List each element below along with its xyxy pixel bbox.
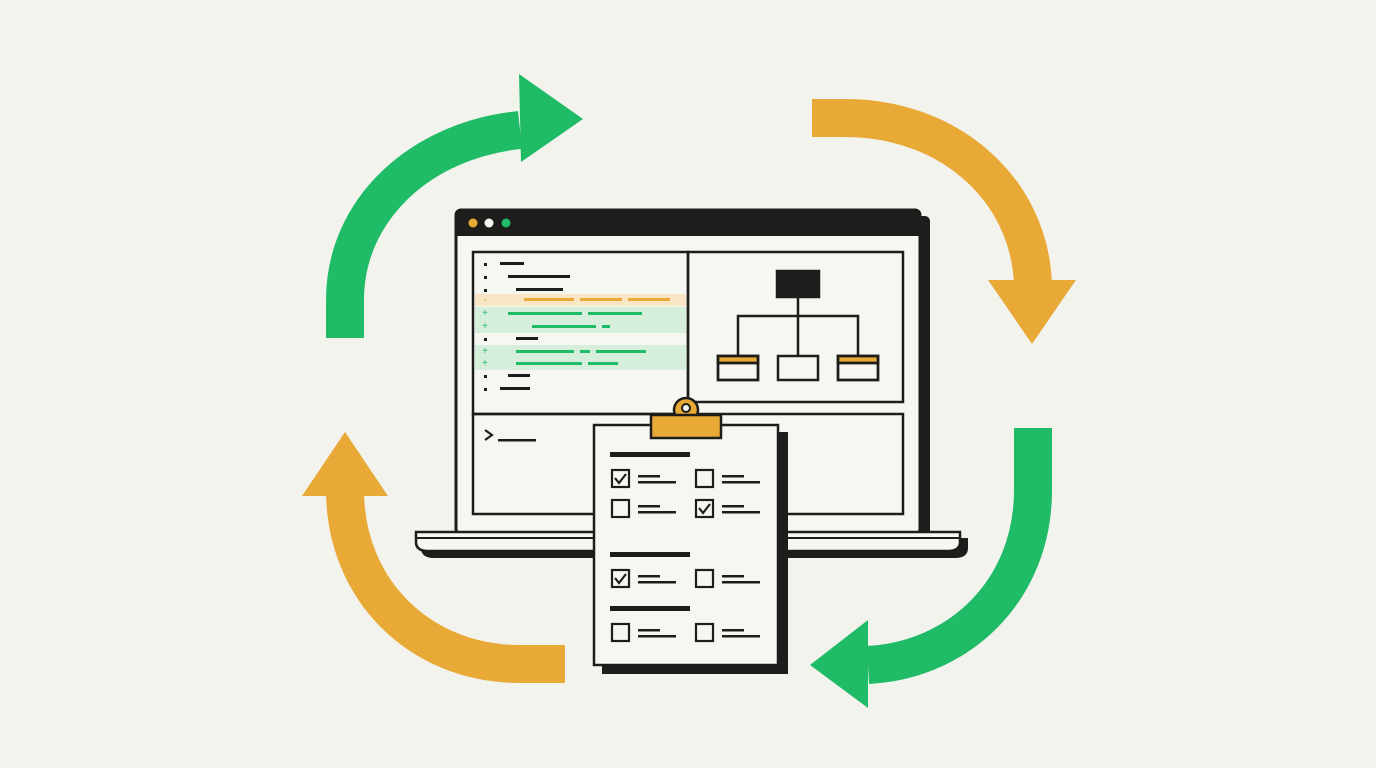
- checkbox-checked-icon: [610, 468, 631, 489]
- clipboard-paper: [592, 423, 780, 667]
- checklist-item-text: [722, 635, 760, 638]
- checklist-item-text: [722, 505, 744, 508]
- checklist-item-text: [722, 475, 744, 478]
- terminal-cursor-line: [498, 439, 536, 442]
- diagram-pane: [686, 250, 905, 404]
- checklist-item-text: [722, 629, 744, 632]
- hierarchy-child-node: [716, 354, 760, 382]
- checklist-item-text: [722, 581, 760, 584]
- checklist-item-text: [722, 511, 760, 514]
- window-dot-green: [501, 218, 511, 228]
- checklist-item-text: [722, 481, 760, 484]
- hierarchy-root-node: [775, 269, 821, 299]
- checklist-item: [694, 498, 760, 519]
- cycle-arrows: [302, 74, 1076, 708]
- checkbox-empty-icon: [694, 622, 715, 643]
- checklist-item-text: [638, 511, 676, 514]
- diff-minus-marker: -: [482, 296, 488, 307]
- code-diff: - + + + +: [475, 262, 686, 391]
- cycle-arrow-top-right: [812, 99, 1076, 344]
- check-mark-icon: [698, 503, 711, 515]
- checkbox-empty-icon: [694, 468, 715, 489]
- checkbox-empty-icon: [694, 568, 715, 589]
- hierarchy-child-node: [836, 354, 880, 382]
- diff-plus-marker: +: [482, 359, 488, 370]
- cycle-arrow-bottom-right: [810, 428, 1052, 708]
- cycle-arrow-bottom-left: [302, 432, 565, 683]
- checklist-section-header: [610, 452, 690, 457]
- checklist-item-text: [638, 505, 660, 508]
- hierarchy-child-node: [776, 354, 820, 382]
- checklist-item-text: [722, 575, 744, 578]
- clipboard-clip: [649, 396, 723, 440]
- checklist-item: [610, 468, 676, 489]
- checkbox-empty-icon: [610, 622, 631, 643]
- checklist-item: [610, 568, 676, 589]
- checkbox-checked-icon: [694, 498, 715, 519]
- checklist-section-header: [610, 552, 690, 557]
- checklist-item: [694, 622, 760, 643]
- checklist-item: [610, 498, 676, 519]
- checklist-item-text: [638, 481, 676, 484]
- checklist-item-text: [638, 581, 676, 584]
- diff-added-band: [475, 345, 686, 370]
- checklist-item-text: [638, 635, 676, 638]
- diff-added-band: [475, 307, 686, 333]
- checklist-items: [610, 452, 760, 643]
- check-mark-icon: [614, 573, 627, 585]
- hierarchy-icon: [716, 269, 880, 382]
- diff-plus-marker: +: [482, 322, 488, 333]
- checklist-item: [610, 622, 676, 643]
- terminal-prompt: [484, 429, 536, 442]
- window-dot-white: [484, 218, 494, 228]
- checkbox-checked-icon: [610, 568, 631, 589]
- checklist-item-text: [638, 629, 660, 632]
- checklist-section-header: [610, 606, 690, 611]
- checklist-icon: [592, 396, 788, 674]
- checklist-item-text: [638, 475, 660, 478]
- diff-plus-marker: +: [482, 309, 488, 320]
- checkbox-empty-icon: [610, 498, 631, 519]
- checklist-item-text: [638, 575, 660, 578]
- window-dot-yellow: [468, 218, 478, 228]
- window-controls: [468, 218, 511, 228]
- cycle-arrow-top-left: [326, 74, 583, 338]
- chevron-right-icon: [484, 429, 494, 441]
- check-mark-icon: [614, 473, 627, 485]
- checklist-item: [694, 468, 760, 489]
- checklist-item: [694, 568, 760, 589]
- diff-plus-marker: +: [482, 347, 488, 358]
